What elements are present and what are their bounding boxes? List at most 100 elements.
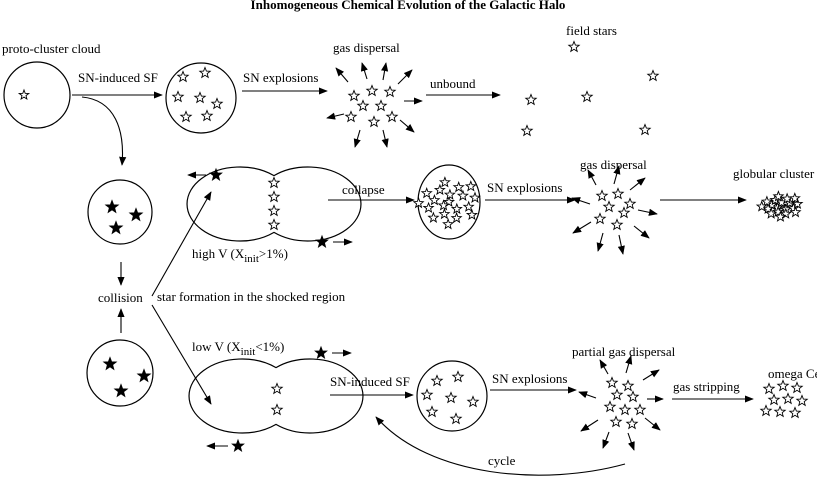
upper-clump-stars xyxy=(104,199,144,235)
open-star xyxy=(198,66,212,79)
open-star xyxy=(365,84,379,97)
open-star xyxy=(524,93,538,106)
collision-label: collision xyxy=(98,290,143,305)
open-star xyxy=(610,388,624,401)
filled-star xyxy=(113,383,129,398)
merged-cloud-low-v xyxy=(188,358,364,434)
dispersal-arrow xyxy=(353,129,361,148)
proto-cluster-cloud-label: proto-cluster cloud xyxy=(2,41,101,56)
open-star xyxy=(762,382,776,395)
dispersal-arrow xyxy=(381,129,389,148)
open-star xyxy=(623,197,637,210)
open-star xyxy=(618,403,632,416)
shock-stars-high-v xyxy=(267,176,281,231)
field-stars xyxy=(520,40,660,137)
open-star xyxy=(383,85,397,98)
open-star xyxy=(580,90,594,103)
open-star xyxy=(520,124,534,137)
open-star xyxy=(791,197,804,210)
open-star xyxy=(609,415,623,428)
open-star xyxy=(773,405,787,418)
collapse-label: collapse xyxy=(342,182,385,197)
open-star xyxy=(605,376,619,389)
gas-dispersal-label-top: gas dispersal xyxy=(333,40,400,55)
open-star xyxy=(449,412,463,425)
sn-explosions-label-top: SN explosions xyxy=(243,70,318,85)
dispersal-arrow xyxy=(629,177,646,191)
filled-star xyxy=(104,199,120,214)
collapsed-cloud-stars xyxy=(412,176,481,230)
open-star xyxy=(17,88,31,101)
dispersal-arrow xyxy=(599,359,609,375)
dispersal-arrow xyxy=(381,62,389,81)
open-star xyxy=(451,370,465,383)
open-star xyxy=(762,202,774,215)
open-star xyxy=(760,195,773,207)
sn-explosions-label-bottom: SN explosions xyxy=(492,371,567,386)
dispersal-arrow xyxy=(627,432,635,451)
dispersal-arrow xyxy=(596,232,604,252)
open-star xyxy=(267,218,281,231)
open-star xyxy=(422,201,435,214)
filled-star xyxy=(108,220,124,235)
open-star xyxy=(603,400,617,413)
open-star xyxy=(646,69,660,82)
dispersal-arrow xyxy=(644,417,661,431)
open-star xyxy=(450,211,463,224)
field-stars-label: field stars xyxy=(566,23,617,38)
omega-cen-label: omega Cen xyxy=(768,366,817,381)
open-star xyxy=(427,211,440,223)
dispersal-arrow xyxy=(572,221,592,234)
open-star xyxy=(795,394,809,407)
open-star xyxy=(437,199,450,211)
dispersal-arrow xyxy=(613,165,621,185)
open-star xyxy=(774,210,787,222)
open-star xyxy=(626,390,640,403)
open-star xyxy=(466,395,480,408)
open-star xyxy=(633,403,647,416)
open-star xyxy=(611,187,625,200)
open-star xyxy=(420,186,433,199)
filled-star xyxy=(314,345,328,359)
escaping-star-low-v-right xyxy=(314,345,352,359)
gas-dispersal-burst-mid xyxy=(571,165,658,255)
open-star xyxy=(465,208,478,221)
open-star xyxy=(788,406,802,419)
open-star xyxy=(567,40,581,53)
dispersal-arrow xyxy=(587,169,597,186)
open-star xyxy=(420,388,434,401)
open-star xyxy=(267,190,281,203)
gas-dispersal-burst-top xyxy=(326,62,423,148)
open-star xyxy=(425,405,439,418)
open-star xyxy=(755,200,768,212)
escaping-star-low-v-left xyxy=(206,438,245,452)
dispersal-arrow xyxy=(633,225,650,239)
open-star xyxy=(625,417,639,430)
dispersal-arrow xyxy=(335,67,349,83)
open-star xyxy=(374,99,388,112)
open-star xyxy=(443,188,456,200)
open-star xyxy=(468,191,481,203)
open-star xyxy=(779,207,792,219)
filled-star xyxy=(136,368,152,383)
star-formation-shocked-label: star formation in the shocked region xyxy=(157,289,346,304)
merged-cloud-high-v xyxy=(186,166,362,242)
open-star xyxy=(270,403,284,416)
open-star xyxy=(462,200,475,212)
open-star xyxy=(193,91,207,104)
diagram-title: Inhomogeneous Chemical Evolution of the … xyxy=(251,0,566,12)
open-star xyxy=(385,110,399,123)
globular-cluster-label: globular cluster xyxy=(733,166,815,181)
open-star xyxy=(452,180,465,193)
open-star xyxy=(610,218,624,231)
open-star xyxy=(433,183,446,196)
star-forming-cloud-top xyxy=(165,62,237,134)
dispersal-arrow xyxy=(578,391,597,399)
open-star xyxy=(267,204,281,217)
proto-cluster-cloud xyxy=(3,61,71,129)
open-star xyxy=(428,194,441,206)
open-star xyxy=(267,176,281,189)
open-star xyxy=(776,379,790,392)
